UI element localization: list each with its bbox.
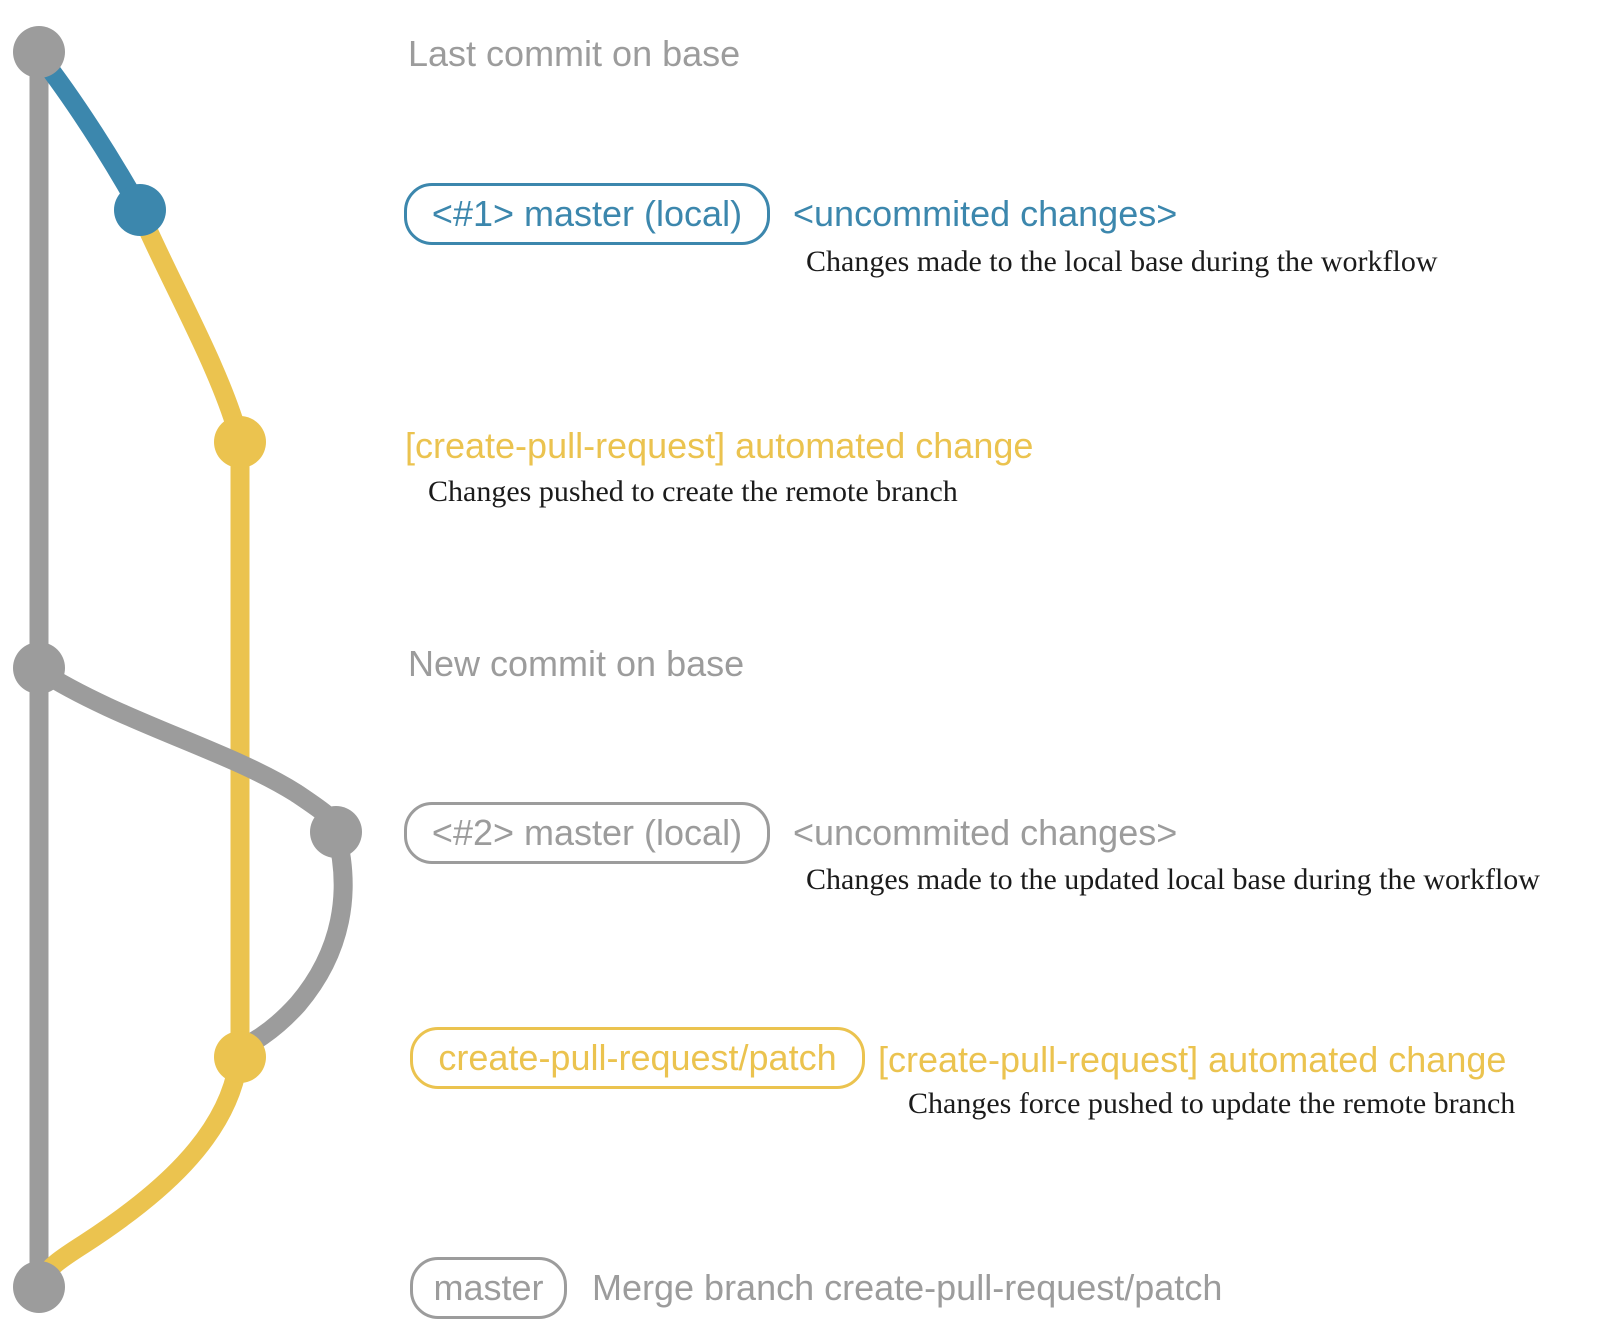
commit-dot-merge bbox=[13, 1261, 65, 1313]
commit-dot-patch-1 bbox=[214, 416, 266, 468]
commit-dot-last-base bbox=[13, 26, 65, 78]
commit-description-push-2: Changes force pushed to update the remot… bbox=[908, 1087, 1516, 1120]
commit-description-2: Changes made to the updated local base d… bbox=[806, 863, 1540, 896]
patch-merge-curve bbox=[30, 1054, 248, 1292]
commit-message-uncommited-1: <uncommited changes> bbox=[793, 193, 1178, 234]
branch-badge-label: master bbox=[433, 1267, 544, 1308]
commit-message-merge: Merge branch create-pull-request/patch bbox=[592, 1267, 1223, 1308]
branch-badge-label: <#1> master (local) bbox=[431, 193, 743, 234]
branch-badge-master-local-1: <#1> master (local) bbox=[404, 183, 770, 245]
rebase-curve-top bbox=[29, 660, 346, 840]
last-commit-label: Last commit on base bbox=[408, 33, 741, 74]
commit-message-uncommited-2: <uncommited changes> bbox=[793, 812, 1178, 853]
branch-badge-master-local-2: <#2> master (local) bbox=[404, 802, 770, 864]
commit-message-automated-1: [create-pull-request] automated change bbox=[405, 425, 1034, 466]
commit-description-1: Changes made to the local base during th… bbox=[806, 245, 1438, 278]
commit-dot-patch-2 bbox=[214, 1031, 266, 1083]
local-branch-curve bbox=[30, 46, 148, 216]
commit-dot-local-2 bbox=[310, 806, 362, 858]
patch-branch-curve-top bbox=[130, 202, 249, 448]
branch-badge-label: <#2> master (local) bbox=[431, 812, 743, 853]
branch-badge-master: master bbox=[410, 1257, 567, 1319]
commit-dot-local-1 bbox=[114, 184, 166, 236]
rebase-curve-bottom bbox=[224, 822, 353, 1062]
branch-badge-label: create-pull-request/patch bbox=[438, 1037, 837, 1078]
new-commit-label: New commit on base bbox=[408, 643, 745, 684]
branch-badge-patch: create-pull-request/patch bbox=[410, 1027, 865, 1089]
commit-description-push-1: Changes pushed to create the remote bran… bbox=[428, 475, 958, 508]
commit-dot-new-base bbox=[13, 642, 65, 694]
commit-message-automated-2: [create-pull-request] automated change bbox=[878, 1039, 1507, 1080]
